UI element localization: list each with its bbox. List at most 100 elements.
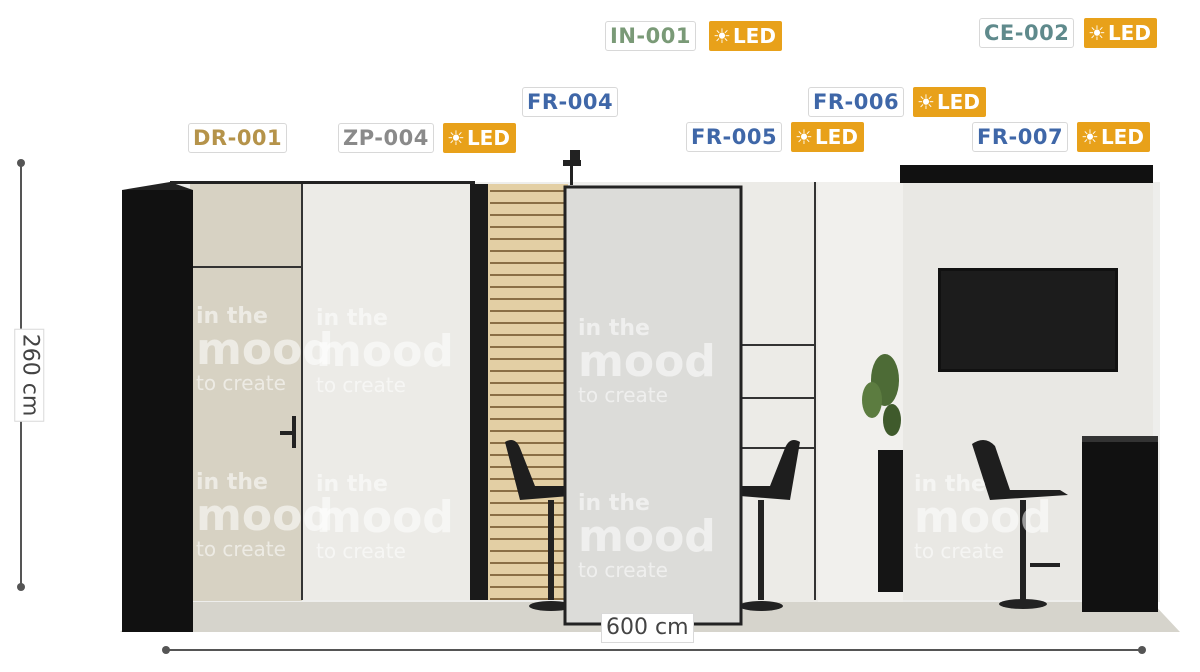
wood-slat xyxy=(490,406,566,408)
cabinet-middle xyxy=(878,450,906,592)
watermark-line2: mood xyxy=(196,490,334,541)
led-badge-fr-006: ☀LED xyxy=(913,87,986,117)
wood-slat xyxy=(490,334,566,336)
label-in-001: IN-001 xyxy=(605,21,696,51)
sun-icon: ☀ xyxy=(1081,125,1099,149)
wood-slat xyxy=(490,238,566,240)
watermark-line3: to create xyxy=(578,383,668,407)
width-dimension-label: 600 cm xyxy=(601,613,694,643)
sun-icon: ☀ xyxy=(795,125,813,149)
watermark-line3: to create xyxy=(914,539,1004,563)
watermark: in the mood to create xyxy=(914,472,1052,563)
label-fr-007: FR-007 xyxy=(972,122,1069,152)
led-text: LED xyxy=(1100,125,1144,149)
watermark-line1: in the xyxy=(578,491,650,516)
watermark-line2: mood xyxy=(914,492,1052,543)
wood-slat xyxy=(490,418,566,420)
freestanding-panel-in001 xyxy=(563,185,743,626)
watermark-line2: mood xyxy=(578,336,716,387)
wood-slat xyxy=(490,562,566,564)
wood-slat xyxy=(490,598,566,600)
wood-slat xyxy=(490,202,566,204)
wood-slat xyxy=(490,514,566,516)
label-zp-004: ZP-004 xyxy=(338,123,434,153)
wood-slat xyxy=(490,214,566,216)
watermark: in the mood to create xyxy=(578,316,716,407)
counter-cabinet xyxy=(1082,438,1158,612)
label-dr-001: DR-001 xyxy=(188,123,288,153)
led-badge-zp-004: ☀LED xyxy=(443,123,516,153)
led-text: LED xyxy=(936,90,980,114)
watermark-line2: mood xyxy=(316,492,454,543)
label-fr-005: FR-005 xyxy=(686,122,783,152)
wood-slat xyxy=(490,346,566,348)
watermark-line1: in the xyxy=(316,306,388,331)
width-dimension-line xyxy=(162,646,1146,654)
wood-slat xyxy=(490,538,566,540)
wood-slat xyxy=(490,358,566,360)
watermark: in the mood to create xyxy=(316,472,454,563)
wood-slat xyxy=(490,370,566,372)
wood-slat xyxy=(490,322,566,324)
led-badge-fr-005: ☀LED xyxy=(791,122,864,152)
left-side-wall xyxy=(122,190,193,632)
wood-slat xyxy=(490,190,566,192)
wood-slat xyxy=(490,310,566,312)
watermark: in the mood to create xyxy=(196,470,334,561)
plant xyxy=(862,354,901,436)
wood-slat xyxy=(490,262,566,264)
watermark-line3: to create xyxy=(196,371,286,395)
watermark-line1: in the xyxy=(914,472,986,497)
watermark-line3: to create xyxy=(316,539,406,563)
bar-stool-left xyxy=(505,440,573,611)
wood-slat xyxy=(490,394,566,396)
led-badge-fr-007: ☀LED xyxy=(1077,122,1150,152)
sun-icon: ☀ xyxy=(1088,21,1106,45)
bar-stool-right xyxy=(972,439,1068,609)
wood-slat xyxy=(490,586,566,588)
watermark: in the mood to create xyxy=(316,306,454,397)
led-badge-ce-002: ☀LED xyxy=(1084,18,1157,48)
led-text: LED xyxy=(732,24,776,48)
wood-slat xyxy=(490,466,566,468)
wood-slat xyxy=(490,526,566,528)
sun-icon: ☀ xyxy=(447,126,465,150)
watermark-line1: in the xyxy=(578,316,650,341)
wood-slat xyxy=(490,442,566,444)
watermark-line1: in the xyxy=(196,470,268,495)
bar-stool-middle xyxy=(739,440,800,611)
label-fr-006: FR-006 xyxy=(808,87,905,117)
led-text: LED xyxy=(466,126,510,150)
wooden-slat-wall xyxy=(488,184,568,600)
wood-slat xyxy=(490,286,566,288)
watermark-line3: to create xyxy=(578,558,668,582)
wood-slat xyxy=(490,454,566,456)
label-ce-002: CE-002 xyxy=(979,18,1075,48)
wood-slat xyxy=(490,274,566,276)
label-fr-004: FR-004 xyxy=(522,87,619,117)
led-badge-in-001: ☀LED xyxy=(709,21,782,51)
watermark: in the mood to create xyxy=(196,304,334,395)
wood-slat xyxy=(490,574,566,576)
wood-slat xyxy=(490,430,566,432)
height-dimension-label: 260 cm xyxy=(14,328,45,422)
led-text: LED xyxy=(814,125,858,149)
watermark-line1: in the xyxy=(316,472,388,497)
wood-slat xyxy=(490,550,566,552)
door-panel xyxy=(190,183,302,601)
wood-slat xyxy=(490,226,566,228)
watermark-line1: in the xyxy=(196,304,268,329)
watermark-line3: to create xyxy=(316,373,406,397)
watermark-line2: mood xyxy=(316,326,454,377)
wood-slat xyxy=(490,298,566,300)
wood-slat xyxy=(490,382,566,384)
wood-slat xyxy=(490,250,566,252)
watermark-line3: to create xyxy=(196,537,286,561)
sun-icon: ☀ xyxy=(713,24,731,48)
watermark: in the mood to create xyxy=(578,491,716,582)
wall-panel-zp004 xyxy=(303,184,471,600)
watermark-line2: mood xyxy=(578,511,716,562)
watermark-line2: mood xyxy=(196,324,334,375)
led-text: LED xyxy=(1107,21,1151,45)
